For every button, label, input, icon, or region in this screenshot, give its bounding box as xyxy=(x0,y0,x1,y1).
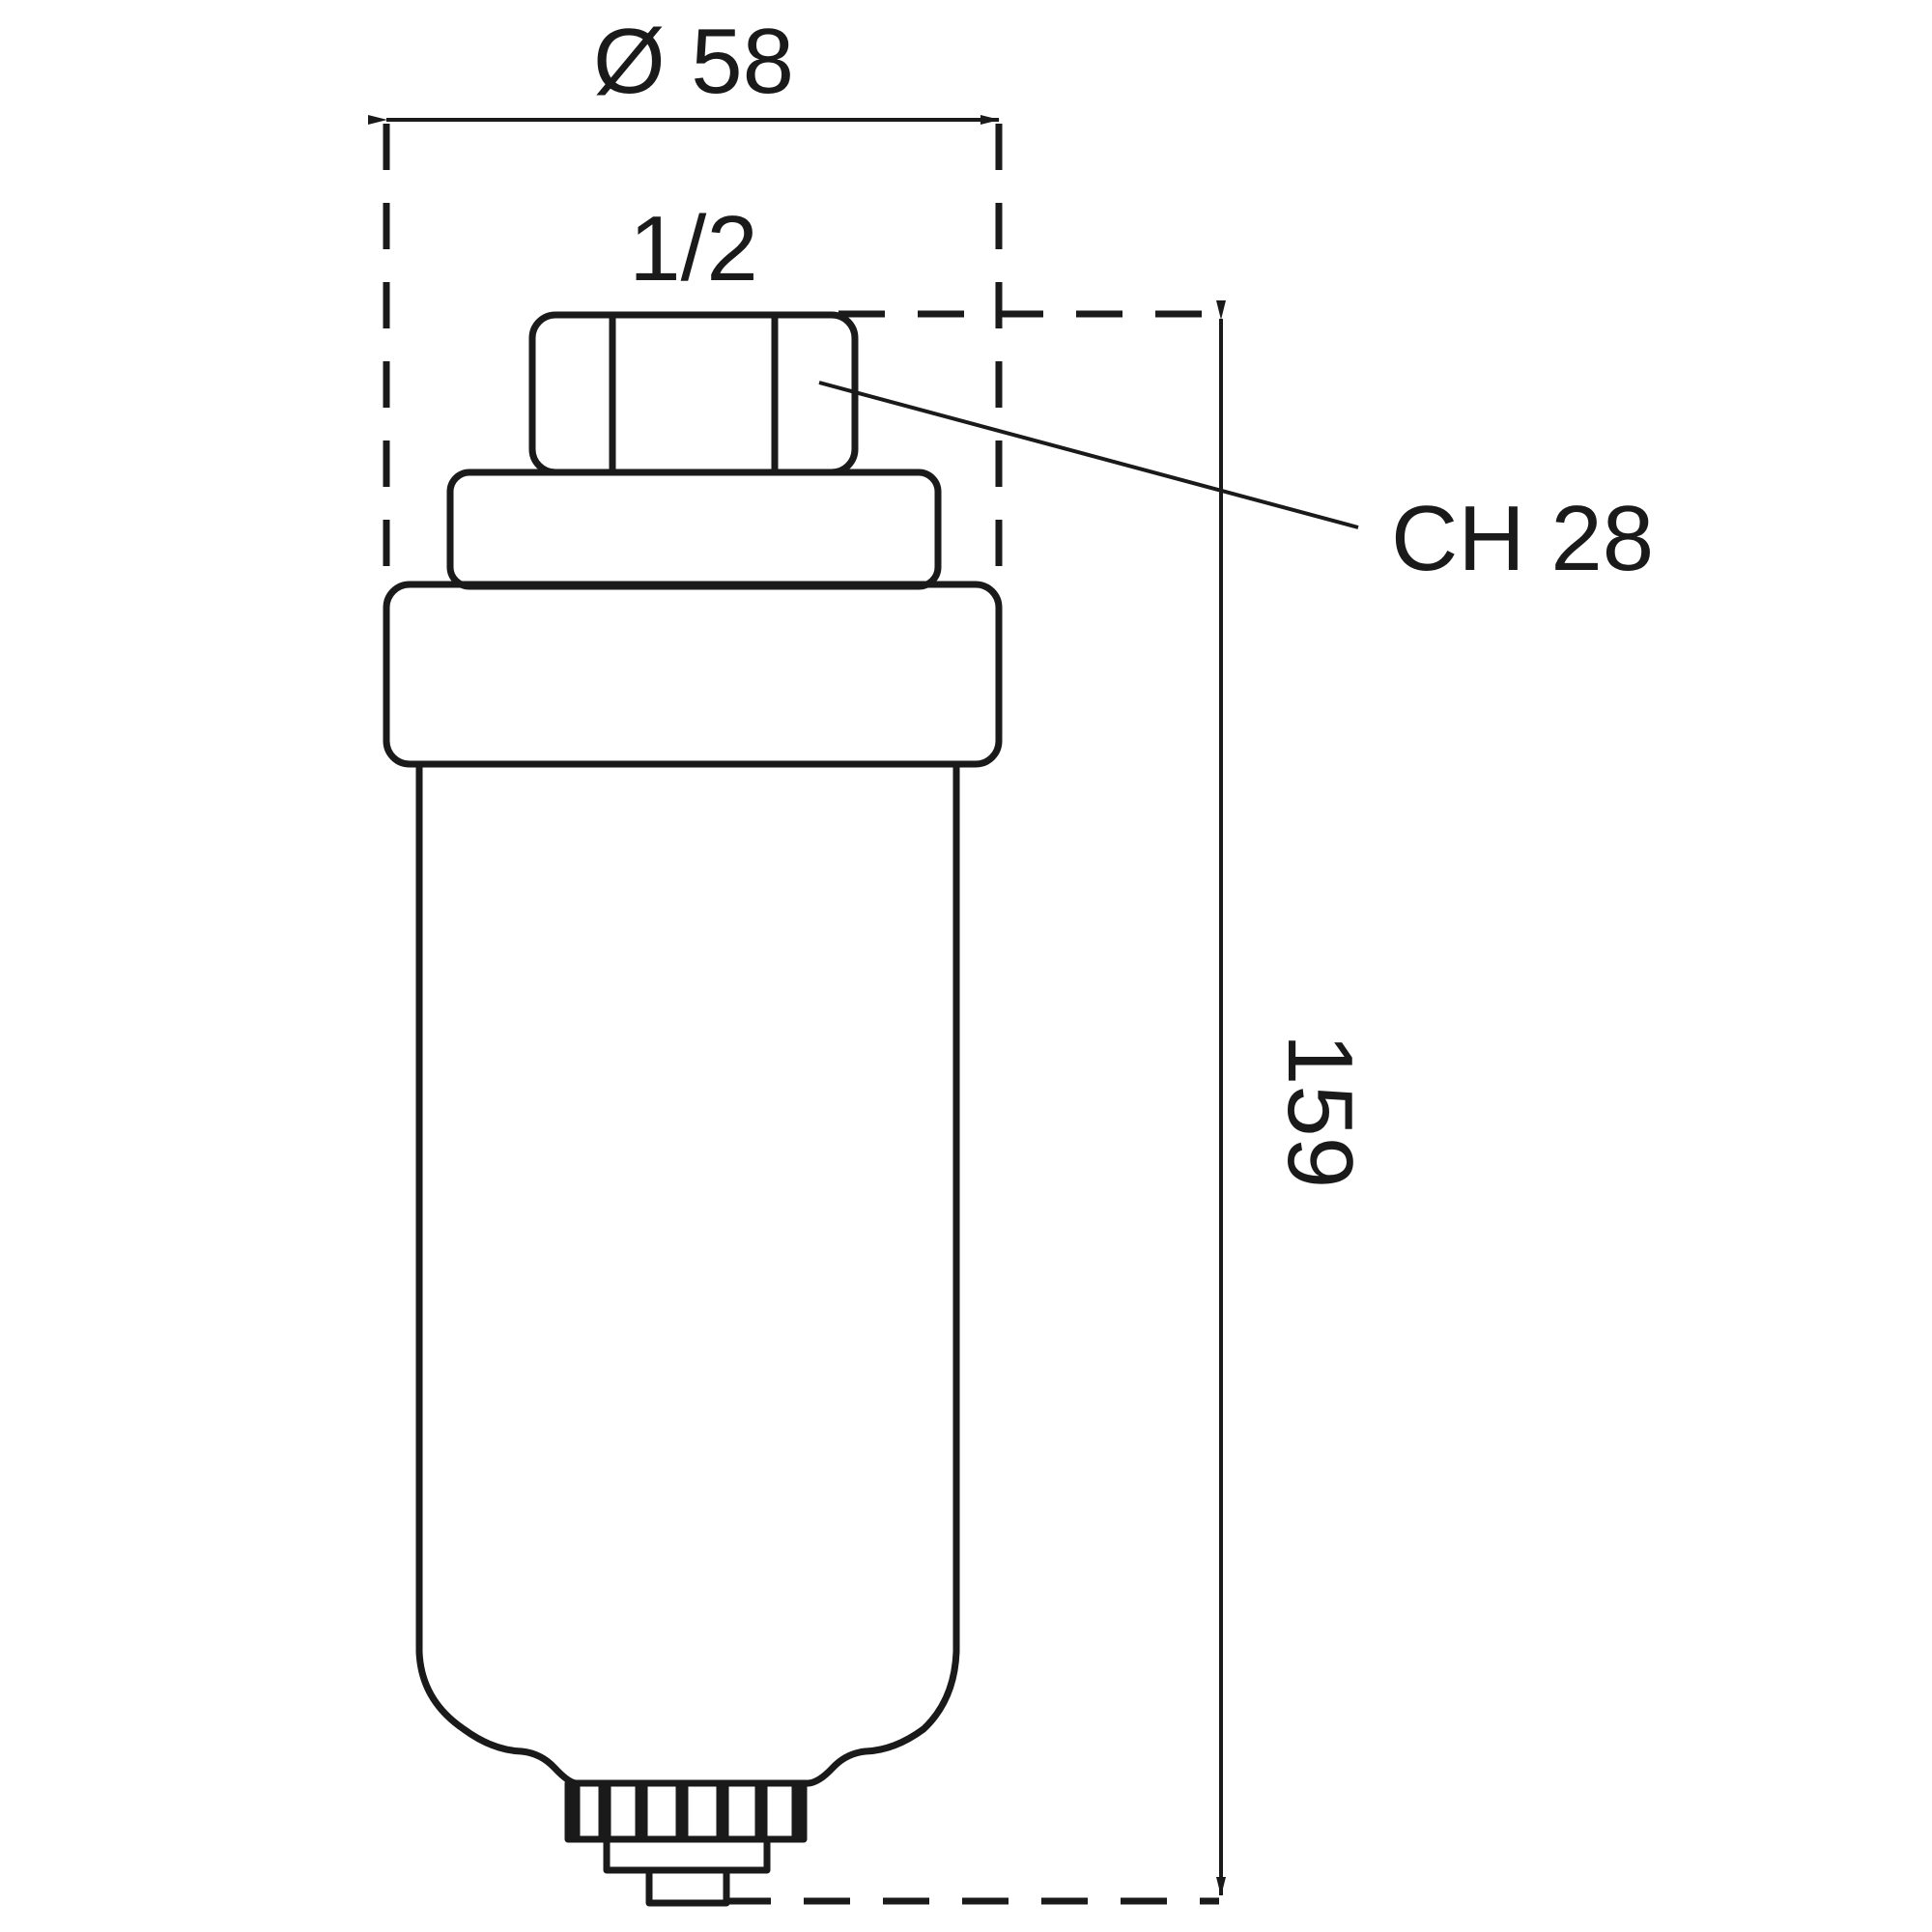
cap-ring xyxy=(383,581,1003,768)
cap-collar xyxy=(446,469,942,590)
air-vent-body xyxy=(383,311,1003,1907)
height-label: 159 xyxy=(1268,1034,1372,1188)
knurl-ridges xyxy=(567,1782,805,1840)
diameter-label: Ø 58 xyxy=(593,10,794,113)
thread-label: 1/2 xyxy=(629,197,757,300)
wrench-leader-line xyxy=(818,381,1359,529)
wrench-size-label: CH 28 xyxy=(1391,487,1654,590)
cylinder-body xyxy=(415,760,960,1787)
hex-nut xyxy=(528,311,859,476)
drain-collar xyxy=(603,1835,771,1874)
extension-lines xyxy=(383,124,1219,1905)
drain-outlet xyxy=(645,1866,730,1907)
